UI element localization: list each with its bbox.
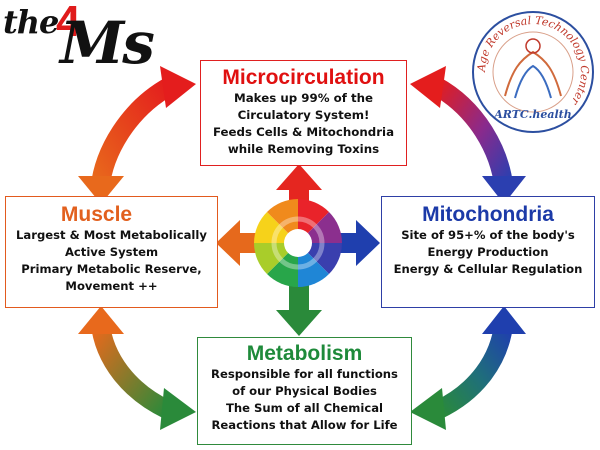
metabolism-line: of our Physical Bodies [232, 384, 377, 398]
logo-prefix: the [3, 3, 59, 41]
muscle-box: Muscle Largest & Most Metabolically Acti… [5, 196, 218, 308]
mitochondria-line: Site of 95+% of the body's [401, 228, 575, 242]
artc-seal-logo: Age Reversal Technology Center ARTC.heal… [472, 11, 594, 133]
mitochondria-line: Energy Production [427, 245, 549, 259]
mitochondria-box: Mitochondria Site of 95+% of the body's … [381, 196, 595, 308]
muscle-title: Muscle [60, 203, 133, 226]
rainbow-swirl-icon [254, 199, 342, 287]
mitochondria-title: Mitochondria [422, 203, 554, 226]
metabolism-line: Reactions that Allow for Life [211, 418, 398, 432]
muscle-line: Movement ++ [65, 279, 158, 293]
microcirculation-box: Microcirculation Makes up 99% of the Cir… [200, 60, 407, 166]
metabolism-line: The Sum of all Chemical [226, 401, 383, 415]
metabolism-box: Metabolism Responsible for all functions… [197, 337, 412, 445]
microcirculation-line: while Removing Toxins [227, 142, 380, 156]
seal-inner-text: ARTC.health [493, 108, 571, 121]
metabolism-title: Metabolism [246, 342, 363, 365]
microcirculation-line: Feeds Cells & Mitochondria [212, 125, 395, 139]
logo-suffix: Ms [60, 9, 155, 77]
microcirculation-line: Circulatory System! [237, 108, 370, 122]
microcirculation-line: Makes up 99% of the [233, 91, 374, 105]
curved-arrow-mitochondria-metabolism [410, 306, 526, 430]
muscle-line: Primary Metabolic Reserve, [21, 262, 202, 276]
mitochondria-line: Energy & Cellular Regulation [393, 262, 583, 276]
logo-number: 4 [56, 0, 81, 46]
muscle-line: Active System [64, 245, 159, 259]
curved-arrow-microcirculation-mitochondria [410, 66, 526, 204]
curved-arrow-microcirculation-muscle [78, 66, 196, 204]
muscle-line: Largest & Most Metabolically [16, 228, 207, 242]
curved-arrow-muscle-metabolism [78, 306, 196, 430]
metabolism-line: Responsible for all functions [211, 367, 398, 381]
microcirculation-title: Microcirculation [222, 66, 385, 89]
